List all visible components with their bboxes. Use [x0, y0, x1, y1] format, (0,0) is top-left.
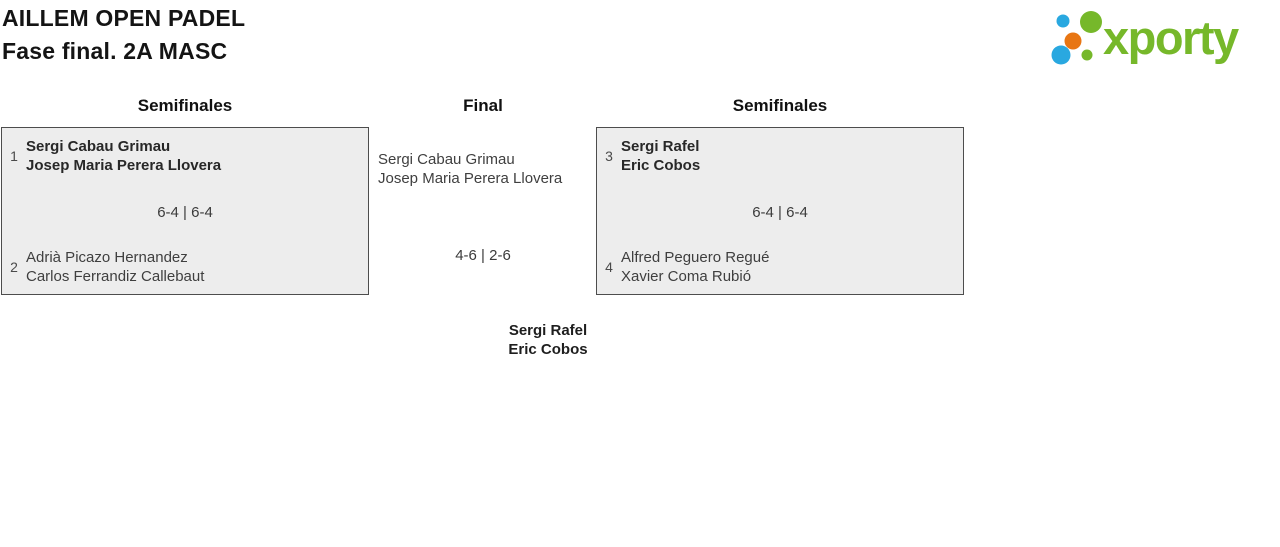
team-row: 1 Sergi Cabau Grimau Josep Maria Perera …	[2, 137, 221, 175]
final-winner-team: Sergi Rafel Eric Cobos	[448, 321, 648, 359]
player-name: Sergi Cabau Grimau	[26, 138, 171, 155]
team-players: Alfred Peguero Regué Xavier Coma Rubió	[621, 248, 769, 286]
seed-number: 2	[10, 259, 18, 275]
player-name: Sergi Cabau Grimau	[378, 151, 515, 168]
team-players: Sergi Rafel Eric Cobos	[621, 137, 700, 175]
xporty-logo[interactable]: xporty	[1040, 2, 1272, 68]
player-name: Josep Maria Perera Llovera	[378, 170, 563, 187]
player-name: Alfred Peguero Regué	[621, 249, 770, 266]
match-box-semifinal-2[interactable]: 3 Sergi Rafel Eric Cobos 6-4 | 6-4 4 Alf…	[596, 127, 964, 295]
player-name: Adrià Picazo Hernandez	[26, 249, 188, 266]
round-label-final: Final	[463, 96, 503, 115]
final-match-score: 4-6 | 2-6	[455, 247, 511, 264]
seed-number: 3	[605, 148, 613, 164]
header: AILLEM OPEN PADEL Fase final. 2A MASC	[2, 2, 245, 68]
round-label-semifinals-right: Semifinales	[732, 96, 828, 115]
final-finalist-team: Sergi Cabau Grimau Josep Maria Perera Ll…	[378, 150, 562, 188]
team-row: 2 Adrià Picazo Hernandez Carlos Ferrandi…	[2, 248, 204, 286]
team-row: 3 Sergi Rafel Eric Cobos	[597, 137, 700, 175]
phase-subtitle: Fase final. 2A MASC	[2, 38, 228, 64]
team-players: Sergi Cabau Grimau Josep Maria Perera Ll…	[26, 137, 221, 175]
player-name: Eric Cobos	[621, 157, 701, 174]
match-box-semifinal-1[interactable]: 1 Sergi Cabau Grimau Josep Maria Perera …	[1, 127, 369, 295]
player-name: Sergi Rafel	[508, 322, 588, 339]
seed-number: 4	[605, 259, 613, 275]
match-score: 6-4 | 6-4	[752, 204, 808, 221]
player-name: Carlos Ferrandiz Callebaut	[26, 268, 205, 285]
player-name: Xavier Coma Rubió	[621, 268, 752, 285]
round-label-semifinals-left: Semifinales	[137, 96, 233, 115]
team-players: Adrià Picazo Hernandez Carlos Ferrandiz …	[26, 248, 204, 286]
player-name: Sergi Rafel	[621, 138, 700, 155]
player-name: Josep Maria Perera Llovera	[26, 157, 222, 174]
team-row: 4 Alfred Peguero Regué Xavier Coma Rubió	[597, 248, 769, 286]
logo-dots-icon	[1051, 11, 1102, 65]
brand-wordmark: xporty	[1103, 11, 1239, 64]
seed-number: 1	[10, 148, 18, 164]
player-name: Eric Cobos	[508, 341, 588, 358]
match-score: 6-4 | 6-4	[157, 204, 213, 221]
tournament-title: AILLEM OPEN PADEL	[2, 5, 246, 31]
logo-graphic: xporty	[1051, 11, 1241, 65]
